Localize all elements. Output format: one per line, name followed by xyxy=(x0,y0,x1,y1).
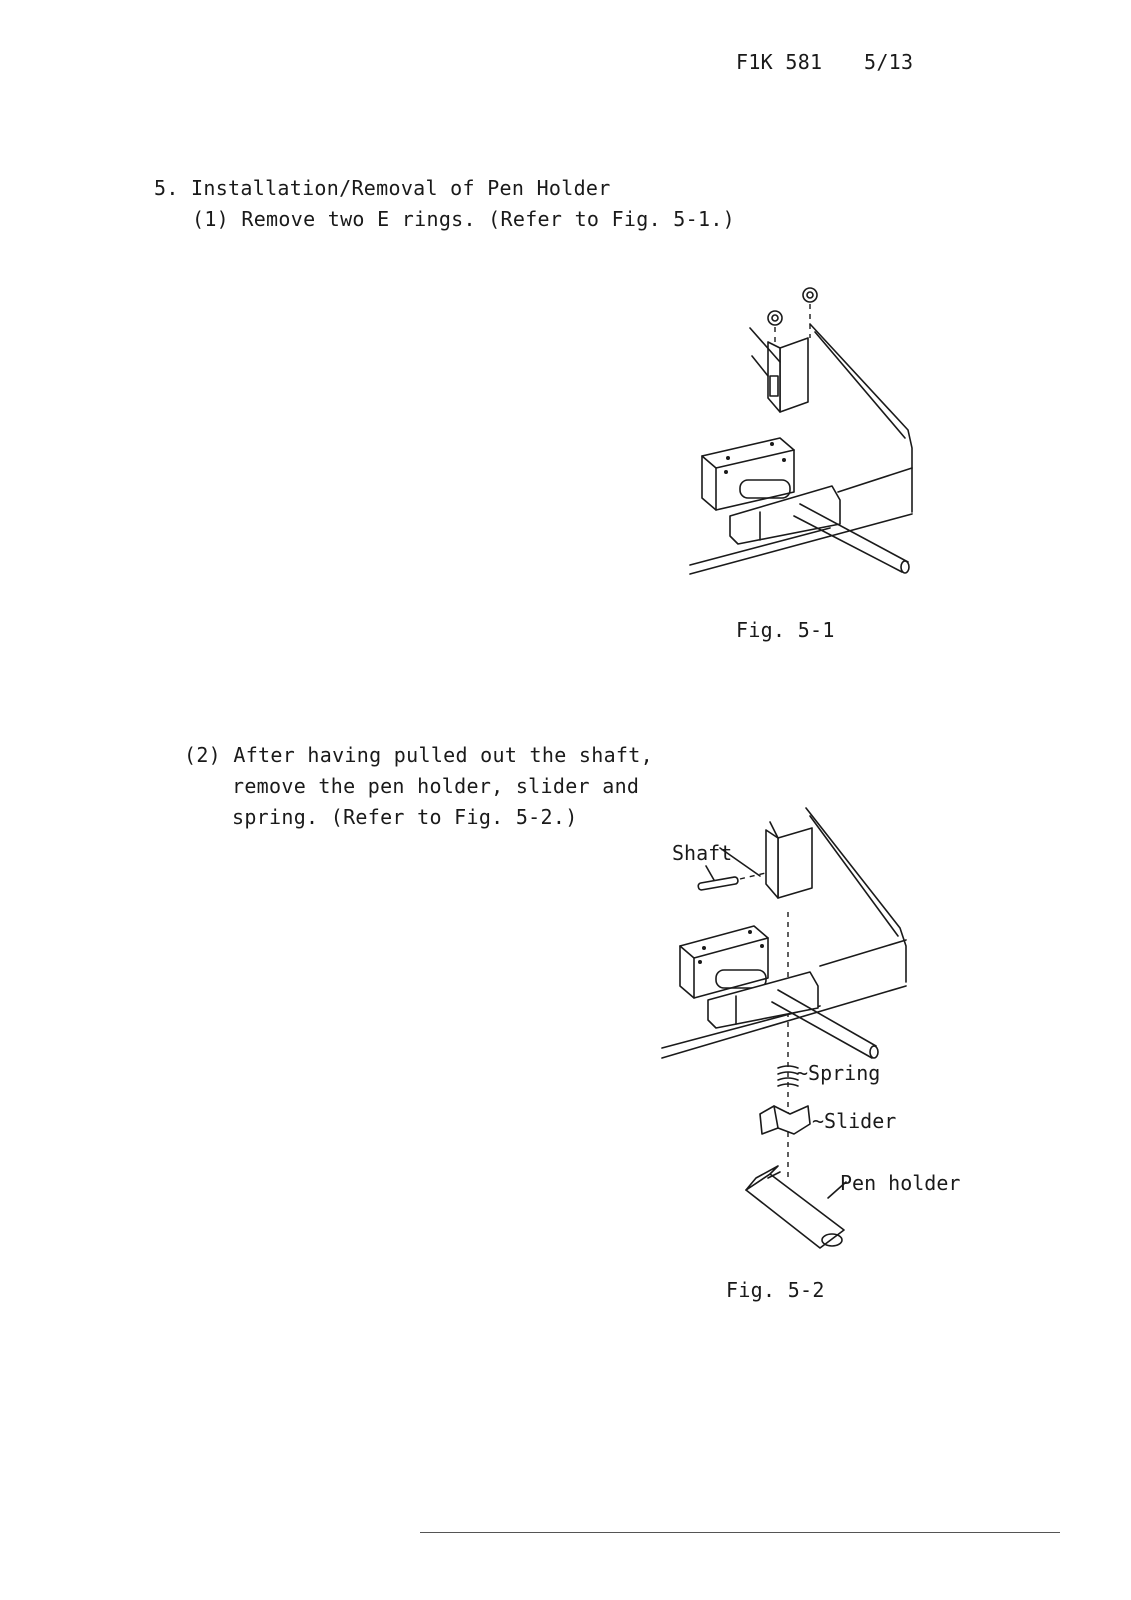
page-number: 5/13 xyxy=(864,50,914,74)
slider-part-icon xyxy=(759,1105,811,1135)
figure-5-2-caption: Fig. 5-2 xyxy=(726,1278,825,1302)
spring-icon xyxy=(777,1065,799,1087)
e-ring-icon xyxy=(767,310,783,326)
figure-5-1-illustration xyxy=(689,287,913,575)
step-2-line-3: spring. (Refer to Fig. 5-2.) xyxy=(232,805,578,829)
section-title: 5. Installation/Removal of Pen Holder xyxy=(154,176,611,200)
shaft-label: Shaft xyxy=(672,841,732,865)
footer-rule xyxy=(420,1532,1060,1533)
slider-label: ~Slider xyxy=(812,1109,896,1133)
doc-code: F1K 581 xyxy=(736,50,823,74)
pen-holder-label: Pen holder xyxy=(840,1171,960,1195)
step-1-text: (1) Remove two E rings. (Refer to Fig. 5… xyxy=(192,207,736,231)
pen-holder-icon xyxy=(745,1165,845,1249)
e-ring-icon xyxy=(802,287,818,303)
figure-5-1-caption: Fig. 5-1 xyxy=(736,618,835,642)
step-2-line-2: remove the pen holder, slider and xyxy=(232,774,640,798)
step-2-line-1: (2) After having pulled out the shaft, xyxy=(184,743,653,767)
figure-5-2-illustration: Shaft ~Spring ~Slider Pen h xyxy=(661,807,960,1249)
spring-label: ~Spring xyxy=(796,1061,880,1085)
